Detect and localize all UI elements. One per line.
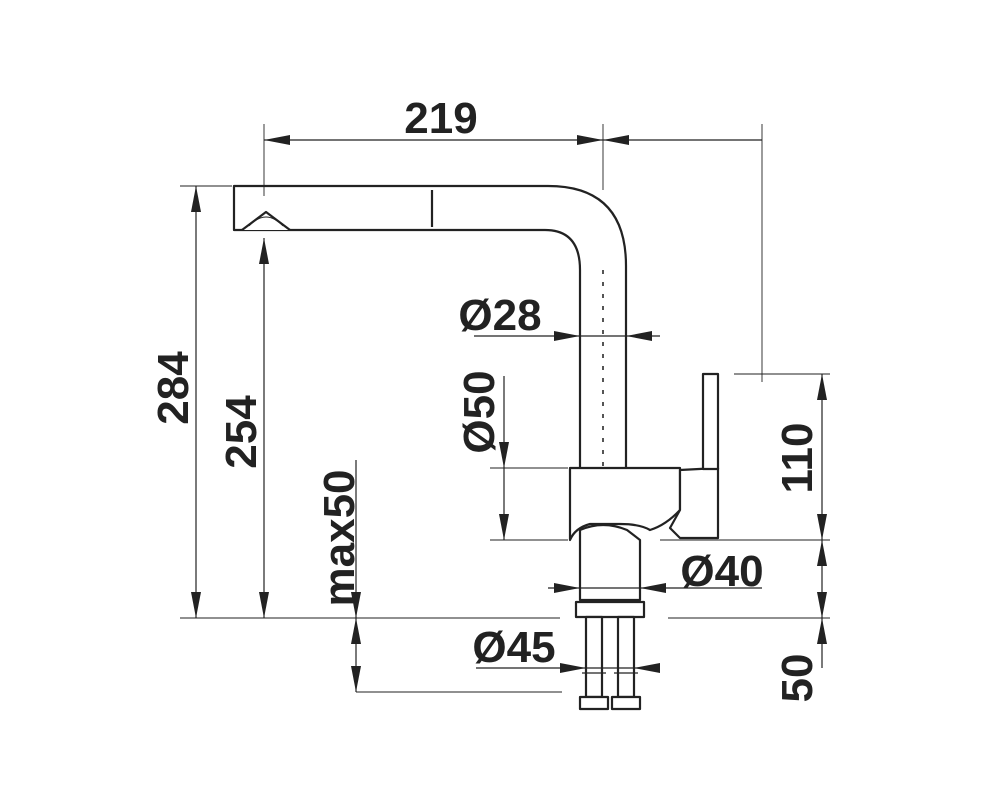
dimension-dia50 [490,376,568,541]
label-dia50: Ø50 [455,370,504,453]
aerator-cap [248,216,284,227]
dimension-dia45 [476,663,660,673]
aerator-nozzle [241,210,291,231]
label-219: 219 [404,94,477,143]
faucet-spout [232,184,628,472]
label-284: 284 [149,351,198,425]
label-110: 110 [773,423,822,494]
bolt-end-left [578,695,610,711]
bolt-end-right [610,695,642,711]
dimension-219 [263,124,763,382]
dimension-max50 [351,460,562,693]
label-dia45: Ø45 [472,623,555,672]
mounting-bolt-left [584,615,604,699]
label-254: 254 [217,395,266,469]
faucet-outline [232,184,720,711]
lever-handle [701,372,720,471]
label-50: 50 [773,654,822,703]
dimension-254 [259,238,269,618]
label-dia28: Ø28 [458,291,541,340]
mixer-housing [568,466,682,542]
base-collar [578,523,642,602]
dimension-110 [660,373,830,668]
dimension-284 [180,185,830,619]
mounting-bolt-right [616,615,636,699]
mounting-flange [574,600,646,619]
label-max50: max50 [315,469,364,606]
dimension-dia40 [548,583,762,593]
label-dia40: Ø40 [680,547,763,596]
dimension-dia28 [474,331,660,341]
